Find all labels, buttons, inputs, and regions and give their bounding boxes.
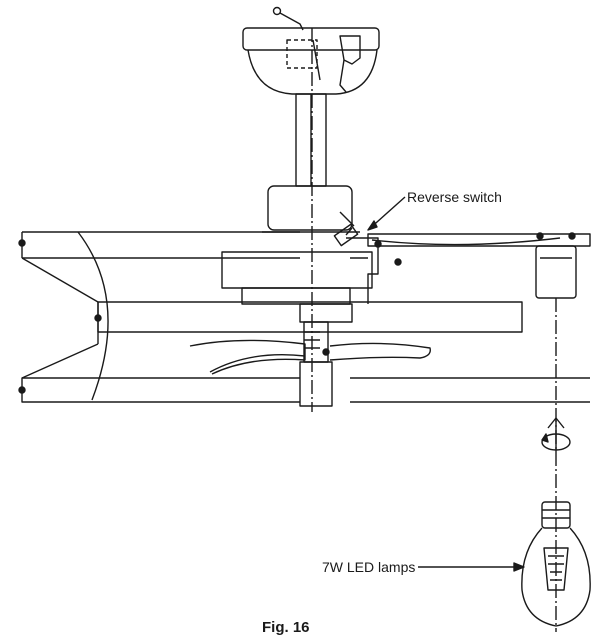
lamp-socket <box>535 245 577 299</box>
inner-blades <box>189 339 431 375</box>
reverse-switch <box>333 223 359 247</box>
led-lamps-arrowhead <box>513 562 525 572</box>
fan-blade-left <box>18 231 300 403</box>
led-lamps-label: 7W LED lamps <box>322 559 416 575</box>
canopy <box>242 27 380 95</box>
fan-blade-middle <box>97 301 523 333</box>
rotate-arrow-icon <box>541 417 571 452</box>
pull-chain <box>272 6 304 31</box>
light-arm <box>367 232 591 266</box>
downrod <box>295 93 327 187</box>
reverse-switch-arrowhead <box>367 220 378 231</box>
lower-hub <box>299 321 333 407</box>
figure-caption: Fig. 16 <box>262 619 310 636</box>
fan-blade-right <box>350 257 590 403</box>
reverse-switch-label: Reverse switch <box>407 189 502 205</box>
